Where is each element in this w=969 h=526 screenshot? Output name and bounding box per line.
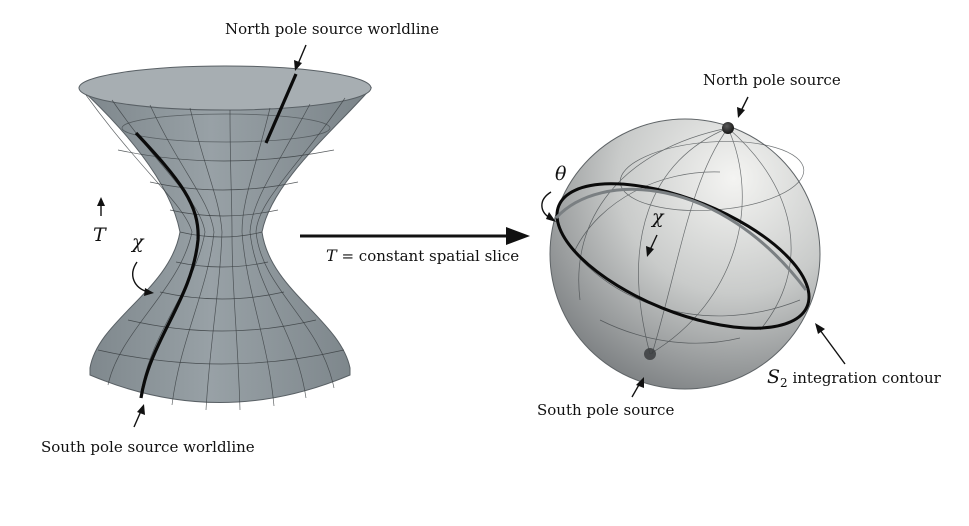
chi-left-label: χ [132,231,144,253]
south-pole-source-label: South pole source [537,401,675,419]
theta-label: θ [555,163,567,185]
chi-right-label: χ [652,206,664,228]
s2-subscript: 2 [780,376,788,390]
time-axis-label: T [93,224,106,246]
slice-label: T = constant spatial slice [326,248,519,264]
slice-text: = constant spatial slice [341,247,520,265]
arrow-icon [506,227,530,245]
s2-contour-label: S2 integration contour [767,366,941,390]
hyperboloid [78,65,373,411]
curved-arrow-icon [541,191,556,222]
arrow-icon [133,404,145,428]
s2-contour-text: integration contour [792,369,941,387]
arrow-icon [737,96,749,118]
arrow-icon [294,44,307,71]
hyperboloid-arrows [97,44,307,428]
hyperboloid-meridians [85,94,346,411]
sphere-body [549,118,821,390]
arrow-icon [646,234,658,257]
hyperboloid-inner-ring [121,113,331,143]
slice-symbol: T [326,246,337,265]
s2-symbol: S [767,366,781,388]
arrow-icon [631,377,644,398]
north-pole-worldline-label: North pole source worldline [225,20,440,38]
hyperboloid-top-rim [78,65,372,111]
south-pole-worldline [134,131,200,399]
arrow-icon [815,323,846,365]
contour-back [554,187,808,291]
south-pole-source-dot [644,348,656,360]
north-pole-source-label: North pole source [703,71,841,89]
sphere-arrows [541,96,846,398]
north-pole-worldline [264,73,298,144]
south-pole-worldline-label: South pole source worldline [41,438,255,456]
slice-arrow [300,227,530,245]
sphere [549,118,821,390]
curved-arrow-icon [132,261,154,296]
north-pole-source-dot [722,122,734,134]
arrow-icon [97,197,105,216]
